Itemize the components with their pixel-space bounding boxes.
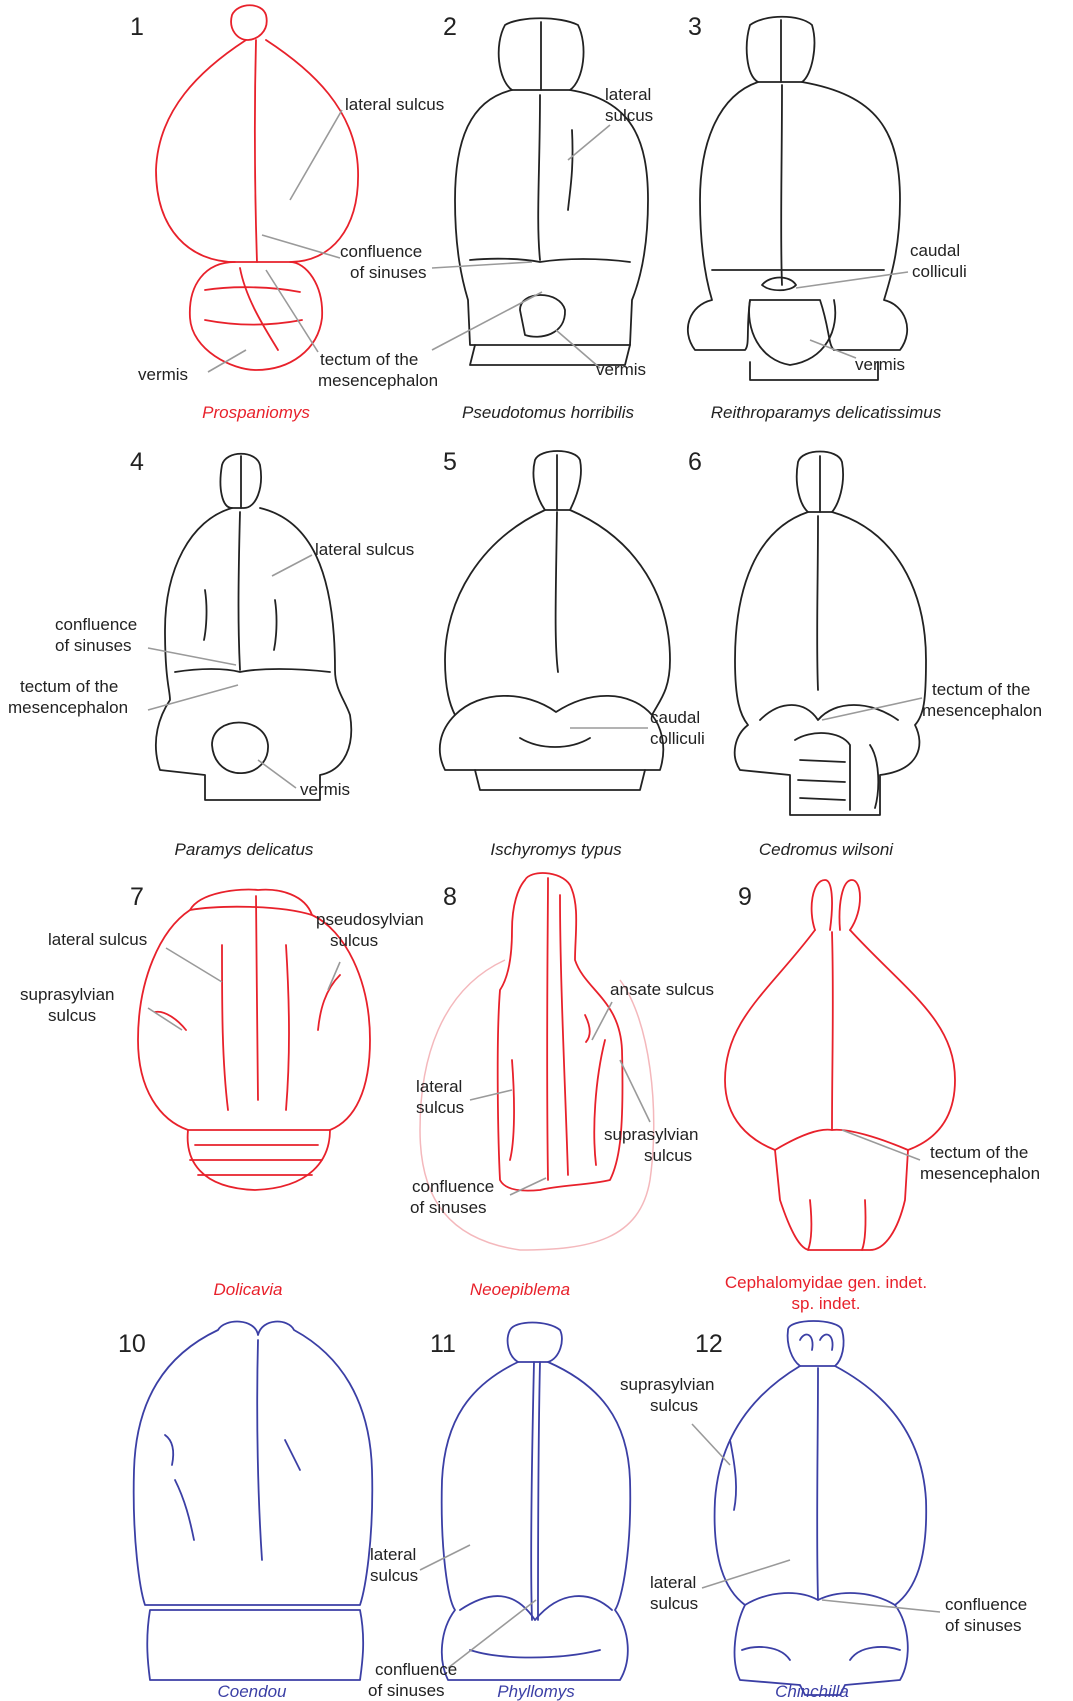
leader-line xyxy=(432,292,542,350)
brain-outline xyxy=(715,1321,927,1695)
svg-text:vermis: vermis xyxy=(596,360,646,379)
species-caption: Prospaniomys xyxy=(202,403,310,422)
panel-number: 7 xyxy=(130,883,144,911)
brain-outline xyxy=(156,5,358,370)
svg-text:vermis: vermis xyxy=(855,355,905,374)
label-lateral-sulcus: lateral sulcus xyxy=(290,95,444,200)
leader-line xyxy=(432,262,532,268)
brain-outline xyxy=(440,451,670,790)
species-caption: Phyllomys xyxy=(497,1682,575,1701)
svg-text:lateral sulcus: lateral sulcus xyxy=(48,930,147,949)
label-vermis: vermis xyxy=(556,330,646,379)
brain-outline xyxy=(455,18,648,365)
svg-text:suprasylviansulcus: suprasylviansulcus xyxy=(20,985,115,1025)
species-caption: Cephalomyidae gen. indet.sp. indet. xyxy=(725,1273,927,1313)
panel-10: 10 Coendou xyxy=(118,1322,372,1701)
brain-outline xyxy=(442,1323,631,1681)
brain-outline xyxy=(725,880,955,1250)
brain-outline xyxy=(156,454,351,800)
label-lateral-sulcus: lateral sulcus xyxy=(48,930,222,982)
panel-number: 3 xyxy=(688,13,702,41)
label-vermis: vermis xyxy=(810,340,905,374)
species-caption: Neoepiblema xyxy=(470,1280,570,1299)
panel-number: 8 xyxy=(443,883,457,911)
brain-outline xyxy=(134,1322,373,1680)
species-caption: Ischyromys typus xyxy=(490,840,622,859)
svg-text:lateral sulcus: lateral sulcus xyxy=(315,540,414,559)
svg-text:vermis: vermis xyxy=(138,365,188,384)
panel-number: 12 xyxy=(695,1330,723,1358)
species-caption: Paramys delicatus xyxy=(175,840,314,859)
species-caption: Cedromus wilsoni xyxy=(759,840,894,859)
brain-outline xyxy=(735,452,926,816)
brain-outline xyxy=(688,17,907,380)
panel-number: 9 xyxy=(738,883,752,911)
species-caption: Reithroparamys delicatissimus xyxy=(711,403,942,422)
species-caption: Dolicavia xyxy=(214,1280,283,1299)
panel-number: 10 xyxy=(118,1330,146,1358)
species-caption: Chinchilla xyxy=(775,1682,849,1701)
species-caption: Pseudotomus horribilis xyxy=(462,403,634,422)
panel-number: 1 xyxy=(130,13,144,41)
svg-text:lateral sulcus: lateral sulcus xyxy=(345,95,444,114)
svg-text:vermis: vermis xyxy=(300,780,350,799)
panel-number: 6 xyxy=(688,448,702,476)
species-caption: Coendou xyxy=(217,1682,287,1701)
label-vermis: vermis xyxy=(138,350,246,384)
panel-number: 4 xyxy=(130,448,144,476)
panel-number: 11 xyxy=(430,1330,456,1358)
svg-text:ansate sulcus: ansate sulcus xyxy=(610,980,714,999)
panel-number: 5 xyxy=(443,448,457,476)
panel-number: 2 xyxy=(443,13,457,41)
label-lateral-sulcus: lateral sulcus xyxy=(272,540,414,576)
label-vermis: vermis xyxy=(258,760,350,799)
